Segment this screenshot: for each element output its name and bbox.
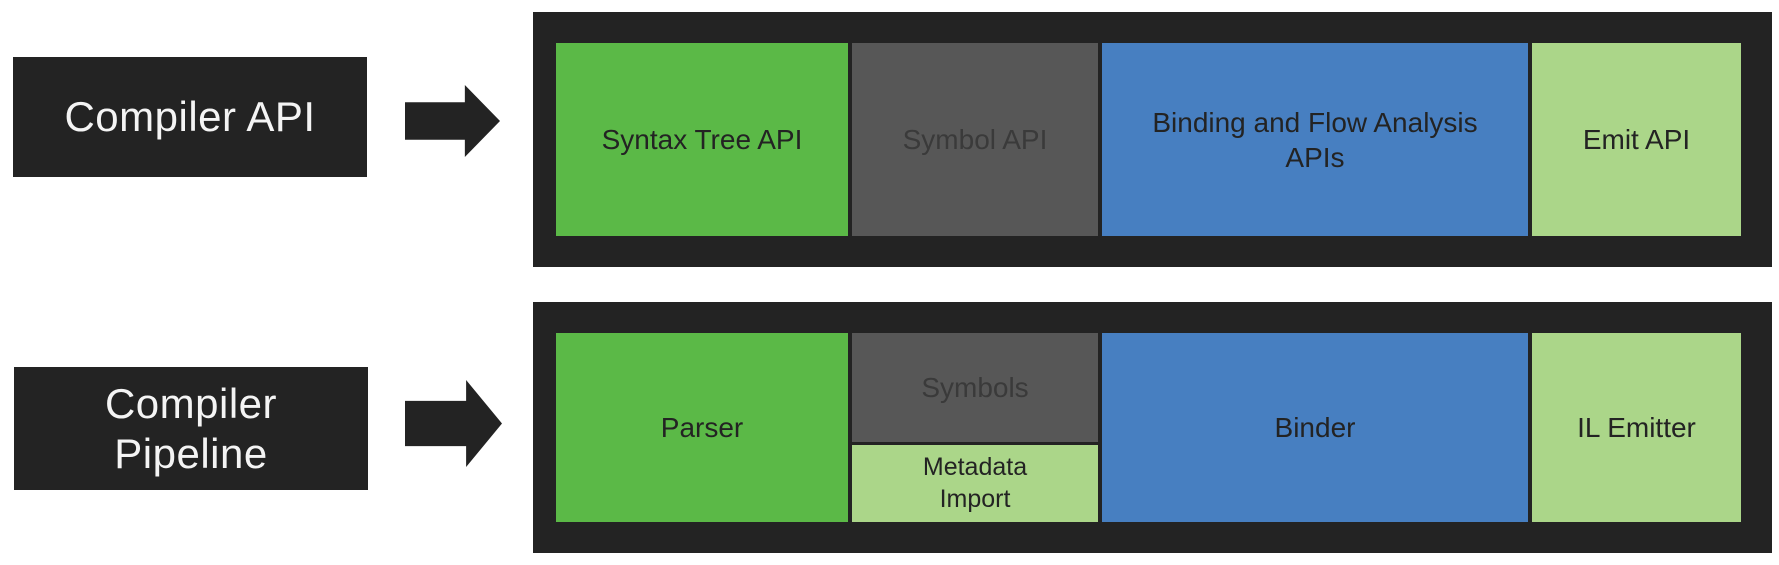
- box-symbols: Symbols: [852, 333, 1098, 442]
- box-symbol-api: Symbol API: [852, 43, 1098, 236]
- compiler-api-bar-inner: Syntax Tree API Symbol API Binding and F…: [556, 43, 1741, 236]
- compiler-api-bar: Syntax Tree API Symbol API Binding and F…: [533, 12, 1772, 267]
- compiler-pipeline-bar-inner: Parser Symbols Metadata Import Binder IL…: [556, 333, 1741, 522]
- compiler-pipeline-bar: Parser Symbols Metadata Import Binder IL…: [533, 302, 1772, 553]
- compiler-pipeline-label: Compiler Pipeline: [14, 367, 368, 490]
- box-il-emitter-text: IL Emitter: [1577, 412, 1696, 443]
- compiler-api-label-text: Compiler API: [64, 93, 316, 141]
- box-parser: Parser: [556, 333, 848, 522]
- compiler-pipeline-label-text: Compiler Pipeline: [104, 379, 278, 477]
- box-metadata-import: Metadata Import: [852, 445, 1098, 522]
- symbols-metadata-stack: Symbols Metadata Import: [852, 333, 1098, 522]
- box-symbols-text: Symbols: [921, 372, 1029, 403]
- box-binder: Binder: [1102, 333, 1528, 522]
- box-metadata-import-text: Metadata Import: [922, 453, 1028, 513]
- box-binder-text: Binder: [1274, 412, 1356, 443]
- box-syntax-tree-api: Syntax Tree API: [556, 43, 848, 236]
- arrow-right-icon: [405, 85, 500, 157]
- box-syntax-tree-api-text: Syntax Tree API: [601, 124, 803, 155]
- box-emit-api: Emit API: [1532, 43, 1741, 236]
- arrow-right-icon: [405, 380, 502, 467]
- box-il-emitter: IL Emitter: [1532, 333, 1741, 522]
- box-binding-flow-analysis-apis: Binding and Flow Analysis APIs: [1102, 43, 1528, 236]
- box-binding-flow-analysis-apis-text: Binding and Flow Analysis APIs: [1152, 106, 1478, 173]
- box-symbol-api-text: Symbol API: [902, 124, 1048, 155]
- box-emit-api-text: Emit API: [1582, 124, 1691, 155]
- compiler-api-label: Compiler API: [13, 57, 367, 177]
- box-parser-text: Parser: [660, 412, 744, 443]
